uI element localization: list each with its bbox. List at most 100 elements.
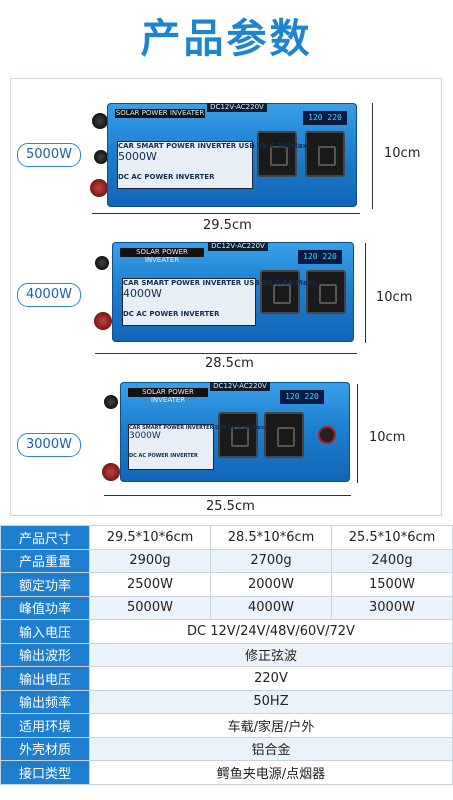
knob-red-icon <box>90 179 108 197</box>
table-row: 额定功率 2500W 2000W 1500W <box>0 572 453 597</box>
label-sub: DC AC POWER INVERTER <box>123 310 220 318</box>
label-watt: 4000W <box>123 287 162 300</box>
row-label: 产品尺寸 <box>0 525 90 550</box>
width-dimension: 29.5cm <box>203 218 252 233</box>
table-row: 产品重量 2900g 2700g 2400g <box>0 548 453 573</box>
table-row: 适用环境 车载/家居/户外 <box>0 713 453 738</box>
cell-value: 2700g <box>210 548 332 573</box>
lcd-right: 220 <box>304 392 319 401</box>
cell-value: 5000W <box>89 595 211 620</box>
power-switch-icon <box>318 426 336 444</box>
table-row: 输出电压 220V <box>0 666 453 691</box>
label-top: CAR SMART POWER INVERTER USB 5V 6.8A(Max… <box>123 279 316 287</box>
model-badge-5000w: 5000W <box>17 143 81 167</box>
product-label: CAR SMART POWER INVERTER USB 5V 6.8A(Max… <box>117 141 311 189</box>
socket-icon <box>218 412 258 458</box>
knob-black-icon <box>94 150 108 164</box>
socket-icon <box>260 270 300 314</box>
brand-strip: SOLAR POWER INVEATER <box>128 388 208 404</box>
brand-strip: SOLAR POWER INVEATER <box>120 248 204 264</box>
row-label: 输出波形 <box>0 642 90 667</box>
lcd-left: 120 <box>308 113 323 122</box>
lcd-right: 220 <box>327 113 342 122</box>
display-strip: DC12V-AC220V <box>210 382 270 391</box>
cell-value: 29.5*10*6cm <box>89 525 211 550</box>
row-label: 峰值功率 <box>0 595 90 620</box>
table-row: 峰值功率 5000W 4000W 3000W <box>0 595 453 620</box>
height-dimension: 10cm <box>376 290 413 305</box>
cell-value: 2400g <box>331 548 453 573</box>
knob-red-icon <box>94 312 112 330</box>
cell-value: 3000W <box>331 595 453 620</box>
cell-value: 鳄鱼夹电源/点烟器 <box>89 760 453 785</box>
display-strip: DC12V-AC220V <box>208 242 268 251</box>
row-label: 输出电压 <box>0 666 90 691</box>
knob-black-icon <box>104 395 118 409</box>
cell-value: 车载/家居/户外 <box>89 713 453 738</box>
width-dimension: 25.5cm <box>206 499 255 514</box>
model-badge-4000w: 4000W <box>17 283 81 307</box>
label-top: CAR SMART POWER INVERTER USB 5V 6.8A(Max… <box>129 425 267 431</box>
width-dimension-line <box>104 495 351 496</box>
cell-value: 2000W <box>210 572 332 597</box>
product-panel <box>10 78 442 516</box>
display-strip: DC12V-AC220V <box>207 103 267 112</box>
label-sub: DC AC POWER INVERTER <box>129 453 198 459</box>
inverter-image-3000w: DC12V-AC220V SOLAR POWER INVEATER 120 22… <box>120 382 350 482</box>
cell-value: 2500W <box>89 572 211 597</box>
height-dimension-line <box>357 384 358 483</box>
socket-icon <box>305 131 345 177</box>
label-watt: 3000W <box>129 431 161 441</box>
cell-value: 28.5*10*6cm <box>210 525 332 550</box>
brand-strip: SOLAR POWER INVEATER <box>115 109 205 118</box>
row-label: 输入电压 <box>0 619 90 644</box>
row-label: 输出频率 <box>0 689 90 714</box>
label-watt: 5000W <box>118 150 157 163</box>
lcd-left: 120 <box>303 252 318 261</box>
row-label: 接口类型 <box>0 760 90 785</box>
table-row: 输出频率 50HZ <box>0 689 453 714</box>
label-top: CAR SMART POWER INVERTER USB 5V 6.8A(Max… <box>118 142 311 150</box>
row-label: 适用环境 <box>0 713 90 738</box>
row-label: 产品重量 <box>0 548 90 573</box>
cell-value: 25.5*10*6cm <box>331 525 453 550</box>
width-dimension-line <box>95 353 357 354</box>
table-row: 接口类型 鳄鱼夹电源/点烟器 <box>0 760 453 785</box>
cell-value: 修正弦波 <box>89 642 453 667</box>
label-sub: DC AC POWER INVERTER <box>118 173 215 181</box>
inverter-image-4000w: DC12V-AC220V SOLAR POWER INVEATER 120 22… <box>112 242 354 342</box>
row-label: 额定功率 <box>0 572 90 597</box>
socket-icon <box>257 131 297 177</box>
knob-black-icon <box>92 113 108 129</box>
row-label: 外壳材质 <box>0 736 90 761</box>
inverter-image-5000w: DC12V-AC220V SOLAR POWER INVEATER 120 22… <box>107 103 357 207</box>
width-dimension-line <box>92 213 360 214</box>
lcd-display: 120 220 <box>280 390 324 404</box>
cell-value: 1500W <box>331 572 453 597</box>
product-label: CAR SMART POWER INVERTER USB 5V 6.8A(Max… <box>122 278 316 326</box>
height-dimension: 10cm <box>384 146 421 161</box>
cell-value: 4000W <box>210 595 332 620</box>
knob-red-icon <box>102 463 120 481</box>
table-row: 输出波形 修正弦波 <box>0 642 453 667</box>
cell-value: 220V <box>89 666 453 691</box>
cell-value: 铝合金 <box>89 736 453 761</box>
knob-black-icon <box>95 256 109 270</box>
cell-value: DC 12V/24V/48V/60V/72V <box>89 619 453 644</box>
cell-value: 2900g <box>89 548 211 573</box>
table-row: 输入电压 DC 12V/24V/48V/60V/72V <box>0 619 453 644</box>
model-badge-3000w: 3000W <box>17 433 81 457</box>
spec-table: 产品尺寸 29.5*10*6cm 28.5*10*6cm 25.5*10*6cm… <box>0 525 453 785</box>
lcd-right: 220 <box>322 252 337 261</box>
width-dimension: 28.5cm <box>205 356 254 371</box>
socket-icon <box>306 270 346 314</box>
lcd-display: 120 220 <box>303 111 347 125</box>
table-row: 产品尺寸 29.5*10*6cm 28.5*10*6cm 25.5*10*6cm <box>0 525 453 550</box>
table-row: 外壳材质 铝合金 <box>0 736 453 761</box>
page-title: 产品参数 <box>140 16 313 62</box>
product-label: CAR SMART POWER INVERTER USB 5V 6.8A(Max… <box>128 424 267 470</box>
height-dimension-line <box>365 243 366 343</box>
lcd-display: 120 220 <box>298 250 342 264</box>
height-dimension-line <box>372 103 373 209</box>
height-dimension: 10cm <box>369 430 406 445</box>
